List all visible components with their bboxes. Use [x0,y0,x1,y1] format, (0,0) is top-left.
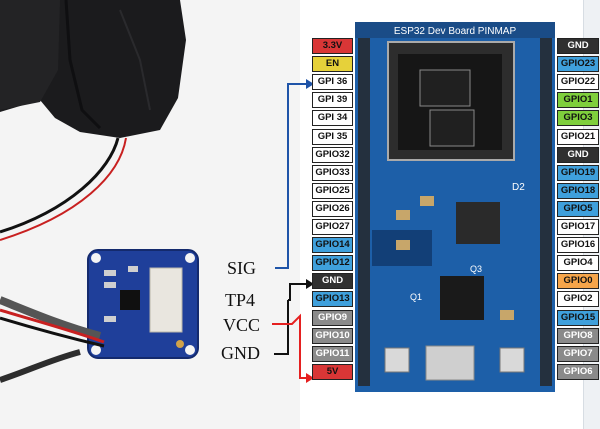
grove-sensor-module [87,249,199,359]
pin-label-right-12: GPIO4 [557,255,599,272]
chip-label-d2: D2 [512,182,525,193]
esp32-board: ESP32 Dev Board PINMAP D2 Q1 Q3 [355,22,555,392]
sensor-wires [0,137,127,241]
fabric-glove [0,0,186,138]
pin-label-left-11: GPIO14 [312,237,353,254]
board-header-label: ESP32 Dev Board PINMAP [394,26,517,37]
pin-label-left-5: GPI 35 [312,128,353,145]
pin-label-right-13: GPIO0 [557,273,599,290]
pin-label-left-7: GPIO33 [312,164,353,181]
pin-label-left-17: GPIO11 [312,345,353,362]
pin-label-right-1: GPIO23 [557,56,599,73]
pin-label-right-8: GPIO18 [557,182,599,199]
pin-label-right-0: GND [557,38,599,54]
pin-label-right-5: GPIO21 [557,128,599,145]
pin-label-right-7: GPIO19 [557,164,599,181]
pin-label-left-12: GPIO12 [312,255,353,272]
chip-label-q1: Q1 [410,292,422,302]
module-wires [0,296,105,383]
pin-label-left-18: 5V [312,363,353,380]
pin-label-left-15: GPIO9 [312,309,353,326]
chip-label-q3: Q3 [470,264,482,274]
connection-label-sig: SIG [227,258,257,278]
connection-arrows [272,79,314,383]
pin-label-right-4: GPIO3 [557,110,599,127]
pin-label-right-15: GPIO15 [557,309,599,326]
pin-label-right-14: GPIO2 [557,291,599,308]
pin-label-left-3: GPI 39 [312,92,353,109]
pin-label-left-13: GND [312,273,353,290]
pin-label-left-9: GPIO26 [312,200,353,217]
pin-label-right-17: GPIO7 [557,345,599,362]
connection-label-vcc: VCC [223,315,261,335]
pin-label-left-4: GPI 34 [312,110,353,127]
pin-label-left-2: GPI 36 [312,74,353,91]
connection-label-tp4: TP4 [225,290,256,310]
pin-label-right-9: GPIO5 [557,200,599,217]
pin-label-left-6: GPIO32 [312,146,353,163]
pin-label-left-16: GPIO10 [312,327,353,344]
pin-label-right-18: GPIO6 [557,363,599,380]
pin-label-right-11: GPIO16 [557,237,599,254]
pin-label-left-0: 3.3V [312,38,353,54]
pin-label-left-1: EN [312,56,353,73]
pin-label-right-2: GPIO22 [557,74,599,91]
pin-label-left-14: GPIO13 [312,291,353,308]
pin-label-right-10: GPIO17 [557,219,599,235]
pin-label-right-16: GPIO8 [557,327,599,344]
pin-label-left-8: GPIO25 [312,182,353,199]
pin-label-right-6: GND [557,146,599,163]
pin-label-right-3: GPIO1 [557,92,599,109]
pin-label-left-10: GPIO27 [312,219,353,235]
connection-label-gnd: GND [221,343,260,363]
